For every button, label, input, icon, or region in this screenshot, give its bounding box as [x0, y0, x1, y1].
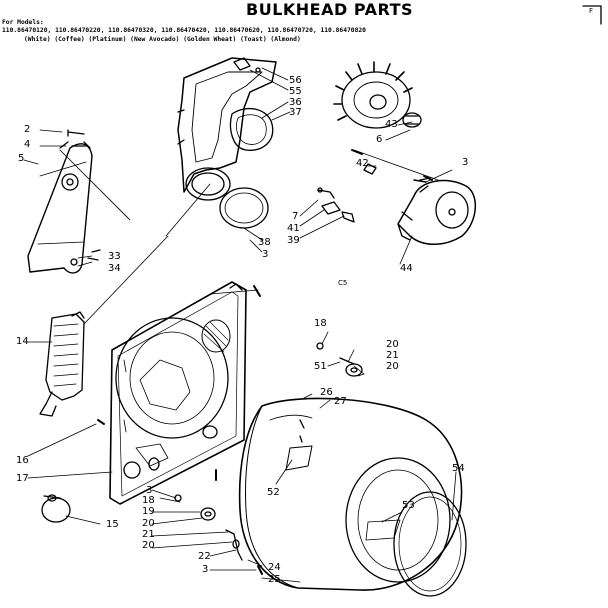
screw-4	[71, 141, 91, 149]
callout-3-mid: 3	[262, 249, 269, 260]
exhaust-seal-ring	[219, 187, 269, 229]
callout-42: 42	[356, 158, 369, 169]
callout-25: 25	[268, 574, 281, 585]
model-colors: (White) (Coffee) (Platinum) (New Avocado…	[24, 36, 301, 43]
callout-27: 27	[334, 396, 347, 407]
leader-lines	[23, 67, 457, 583]
callout-20-a: 20	[386, 339, 399, 350]
blower-hub	[402, 112, 422, 128]
bulkhead-frame	[109, 281, 247, 505]
callout-16: 16	[16, 455, 29, 466]
callout-53: 53	[402, 500, 415, 511]
for-models-label: For Models:	[2, 19, 44, 26]
callout-41: 41	[287, 223, 300, 234]
callout-6: 6	[376, 134, 383, 145]
callout-7: 7	[292, 211, 299, 222]
motor-housing	[397, 177, 477, 245]
drum-rear-seal	[393, 491, 467, 597]
callout-55: 55	[289, 86, 302, 97]
dryer-drum	[238, 397, 463, 591]
heating-element	[39, 311, 85, 417]
callout-21-a: 21	[386, 350, 399, 361]
callout-5: 5	[18, 153, 25, 164]
callout-52: 52	[267, 487, 280, 498]
callout-20-d: 20	[142, 540, 155, 551]
screws-33-34	[87, 249, 101, 261]
callout-20-b: 20	[386, 361, 399, 372]
callout-2: 2	[24, 124, 31, 135]
callout-19: 19	[142, 506, 155, 517]
callout-14: 14	[16, 336, 29, 347]
callout-4: 4	[24, 139, 31, 150]
callout-3-upper: 3	[462, 157, 469, 168]
callout-18-upper: 18	[314, 318, 327, 329]
hose-clamp	[41, 494, 71, 523]
callout-37: 37	[289, 107, 302, 118]
callout-51: 51	[314, 361, 327, 372]
corner-mark: F	[589, 7, 594, 15]
screw-2	[67, 129, 85, 137]
blower-wheel	[333, 61, 413, 129]
blower-gasket	[229, 107, 274, 151]
callout-3-bottom: 3	[202, 564, 209, 575]
screw-3-upper	[423, 175, 433, 181]
callout-56: 56	[289, 75, 302, 86]
callout-24: 24	[268, 562, 281, 573]
small-fittings	[317, 149, 427, 223]
diagram-title: BULKHEAD PARTS	[246, 0, 414, 19]
callout-15: 15	[106, 519, 119, 530]
callout-43: 43	[385, 119, 398, 130]
callout-21-b: 21	[142, 529, 155, 540]
callout-34: 34	[108, 263, 121, 274]
callout-20-c: 20	[142, 518, 155, 529]
callout-3-lower: 3	[146, 485, 153, 496]
callout-33: 33	[108, 251, 121, 262]
callout-38: 38	[258, 237, 271, 248]
idler-arm	[27, 141, 93, 274]
callout-36: 36	[289, 97, 302, 108]
callout-54: 54	[452, 463, 465, 474]
callout-26: 26	[320, 387, 333, 398]
callout-39: 39	[287, 235, 300, 246]
model-numbers: 110.86470120, 110.86470220, 110.86470320…	[2, 27, 366, 34]
callout-18-lower: 18	[142, 495, 155, 506]
screw-3-mid	[253, 285, 261, 297]
blower-housing	[177, 57, 277, 201]
drum-roller-lower	[174, 494, 263, 575]
callout-44: 44	[400, 263, 413, 274]
callout-22: 22	[198, 551, 211, 562]
screw-16	[97, 419, 105, 425]
corner-bracket	[582, 5, 602, 25]
callout-17: 17	[16, 473, 29, 484]
drum-roller-upper	[316, 342, 363, 377]
stamp-label: C5	[338, 279, 348, 287]
